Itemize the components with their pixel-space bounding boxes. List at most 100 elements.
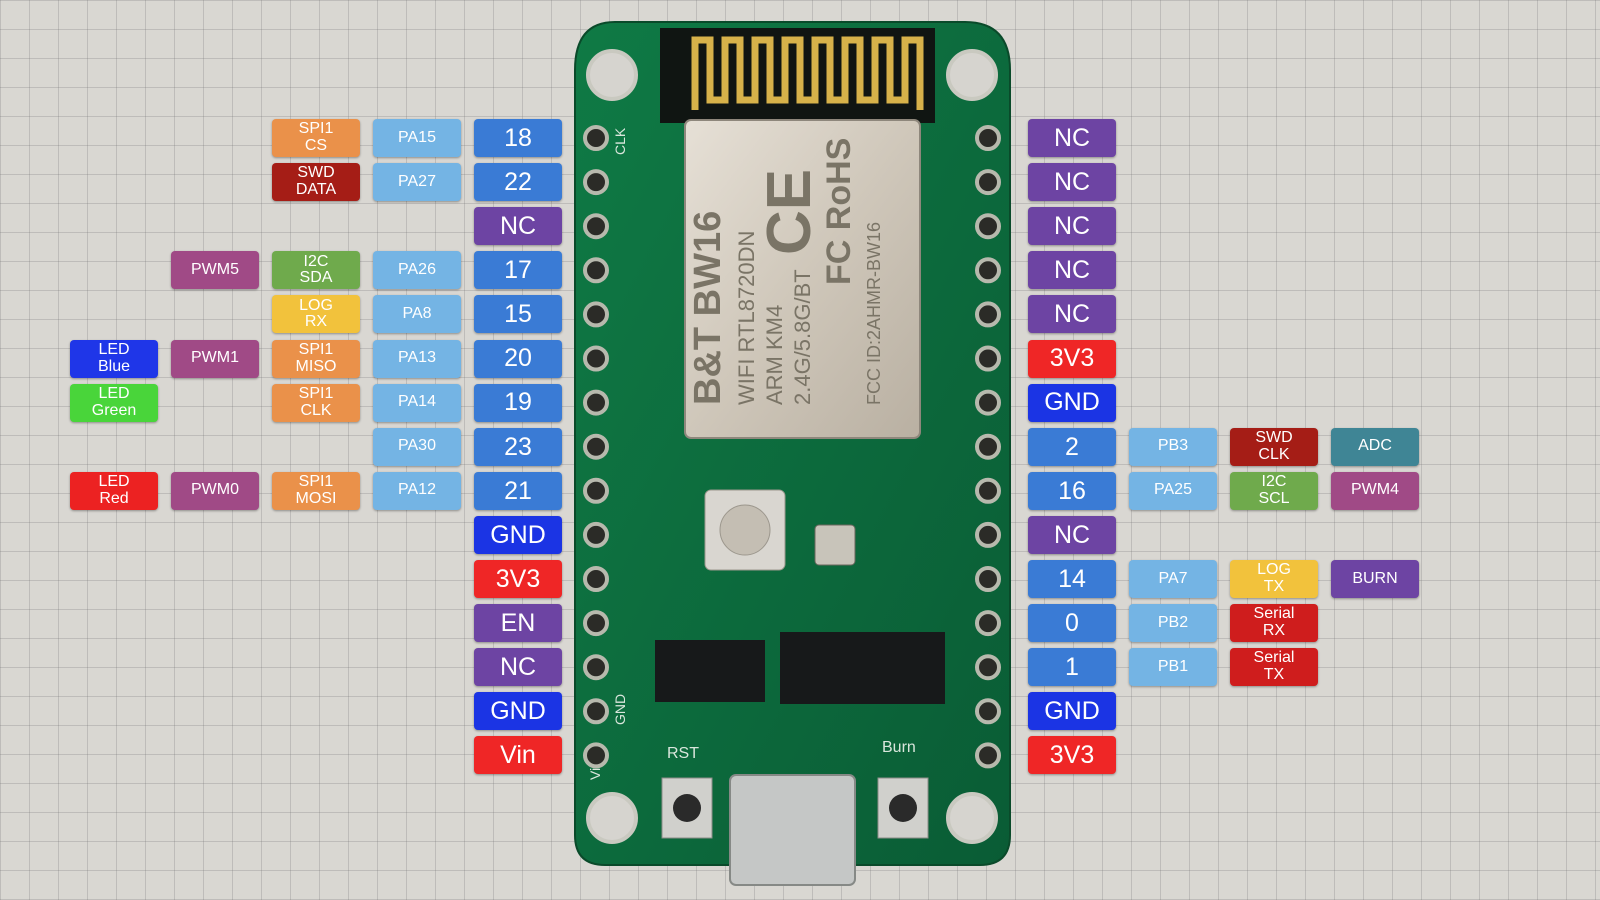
right-pin-7-label-1: PB3 — [1129, 427, 1217, 466]
silk-gnd: GND — [612, 694, 628, 725]
right-pin-10-label-2: LOG TX — [1230, 560, 1318, 598]
usb-serial-chip — [780, 632, 945, 704]
left-pin-5-label-1: PA13 — [373, 339, 461, 378]
left-pin-8-label-0: 21 — [474, 471, 562, 510]
left-pin-3-label-0: 17 — [474, 251, 562, 290]
right-pin-7-label-3: ADC — [1331, 427, 1419, 466]
left-pin-5-label-3: PWM1 — [171, 339, 259, 378]
left-pin-1-label-0: 22 — [474, 163, 562, 202]
right-pin-14-label-0: 3V3 — [1028, 736, 1116, 775]
left-pin-5-label-4: LED Blue — [70, 339, 158, 378]
right-pin-13-label-0: GND — [1028, 692, 1116, 731]
cert-text-1: FC RoHS — [820, 138, 858, 285]
header-pins — [583, 125, 1001, 769]
right-header-pin-1 — [975, 169, 1001, 196]
module-text-1: WIFI RTL8720DN — [734, 231, 759, 405]
wifi-module-shield — [684, 119, 921, 439]
module-text-0: B&T BW16 — [687, 211, 729, 405]
silk-rst: RST — [667, 745, 699, 762]
left-header-pin-3 — [583, 257, 609, 284]
right-pin-7-label-0: 2 — [1028, 427, 1116, 466]
right-pin-10-label-0: 14 — [1028, 560, 1116, 598]
right-pin-8-label-0: 16 — [1028, 471, 1116, 510]
right-header-pin-14 — [975, 742, 1001, 769]
left-header-pin-0 — [583, 125, 609, 151]
left-pin-6-label-0: 19 — [474, 383, 562, 422]
left-pin-2-label-0: NC — [474, 207, 562, 246]
left-pin-3-label-2: I2C SDA — [272, 251, 360, 290]
right-header-pin-13 — [975, 698, 1001, 725]
right-pin-8-label-3: PWM4 — [1331, 471, 1419, 510]
left-pin-7-label-0: 23 — [474, 427, 562, 466]
module-text-3: 2.4G/5.8G/BT — [790, 269, 815, 405]
right-pin-5-label-0: 3V3 — [1028, 339, 1116, 378]
left-header-pin-13 — [583, 698, 609, 725]
right-pin-8-label-1: PA25 — [1129, 471, 1217, 510]
right-pin-11-label-1: PB2 — [1129, 604, 1217, 643]
left-pin-5-label-2: SPI1 MISO — [272, 339, 360, 378]
left-header-pin-6 — [583, 389, 609, 416]
left-pin-3-label-3: PWM5 — [171, 251, 259, 290]
burn-button — [877, 777, 929, 839]
right-header-pin-7 — [975, 433, 1001, 460]
left-header-pin-1 — [583, 169, 609, 196]
module-marking: B&T BW16 WIFI RTL8720DN ARM KM4 2.4G/5.8… — [687, 138, 884, 405]
left-pin-0-label-1: PA15 — [373, 119, 461, 157]
antenna-trace — [691, 36, 924, 110]
silk-burn: Burn — [882, 739, 916, 756]
left-pin-0-label-0: 18 — [474, 119, 562, 157]
left-pin-3-label-1: PA26 — [373, 251, 461, 290]
left-pin-8-label-3: PWM0 — [171, 471, 259, 510]
right-header-pin-10 — [975, 566, 1001, 592]
module-text-4: FCC ID:2AHMR-BW16 — [864, 222, 884, 405]
right-pin-4-label-0: NC — [1028, 295, 1116, 334]
right-header-pin-3 — [975, 257, 1001, 284]
left-header-pin-8 — [583, 477, 609, 504]
right-pin-12-label-1: PB1 — [1129, 648, 1217, 687]
right-header-pin-2 — [975, 213, 1001, 240]
left-pin-1-label-2: SWD DATA — [272, 163, 360, 202]
left-pin-11-label-0: EN — [474, 604, 562, 643]
right-pin-2-label-0: NC — [1028, 207, 1116, 246]
right-pin-10-label-3: BURN — [1331, 560, 1419, 598]
mounting-holes — [586, 49, 998, 844]
right-header-pin-6 — [975, 389, 1001, 416]
left-header-pin-4 — [583, 301, 609, 328]
right-pin-8-label-2: I2C SCL — [1230, 471, 1318, 510]
left-pin-8-label-4: LED Red — [70, 471, 158, 510]
left-pin-6-label-4: LED Green — [70, 383, 158, 422]
right-header-pin-12 — [975, 654, 1001, 681]
left-header-pin-12 — [583, 654, 609, 681]
left-pin-8-label-1: PA12 — [373, 471, 461, 510]
right-header-pin-9 — [975, 521, 1001, 548]
cert-text-0: CE — [755, 169, 824, 255]
left-pin-5-label-0: 20 — [474, 339, 562, 378]
left-header-pin-5 — [583, 345, 609, 372]
left-pin-8-label-2: SPI1 MOSI — [272, 471, 360, 510]
left-header-pin-7 — [583, 433, 609, 460]
right-pin-11-label-0: 0 — [1028, 604, 1116, 643]
reset-button — [661, 777, 713, 839]
left-pin-4-label-2: LOG RX — [272, 295, 360, 334]
right-header-pin-0 — [975, 125, 1001, 151]
left-header-pin-10 — [583, 566, 609, 592]
left-pin-9-label-0: GND — [474, 515, 562, 554]
left-pin-0-label-2: SPI1 CS — [272, 119, 360, 157]
left-header-pin-2 — [583, 213, 609, 240]
usb-port — [729, 774, 856, 886]
right-pin-3-label-0: NC — [1028, 251, 1116, 290]
silk-clk: CLK — [612, 127, 628, 155]
left-pin-13-label-0: GND — [474, 692, 562, 731]
right-header-pin-11 — [975, 610, 1001, 637]
right-pin-6-label-0: GND — [1028, 383, 1116, 422]
left-header-pin-9 — [583, 521, 609, 548]
left-pin-14-label-0: Vin — [474, 736, 562, 775]
left-pin-10-label-0: 3V3 — [474, 560, 562, 598]
left-pin-6-label-2: SPI1 CLK — [272, 383, 360, 422]
right-header-pin-5 — [975, 345, 1001, 372]
left-header-pin-14 — [583, 742, 609, 769]
right-pin-7-label-2: SWD CLK — [1230, 427, 1318, 466]
left-pin-4-label-0: 15 — [474, 295, 562, 334]
right-pin-12-label-0: 1 — [1028, 648, 1116, 687]
